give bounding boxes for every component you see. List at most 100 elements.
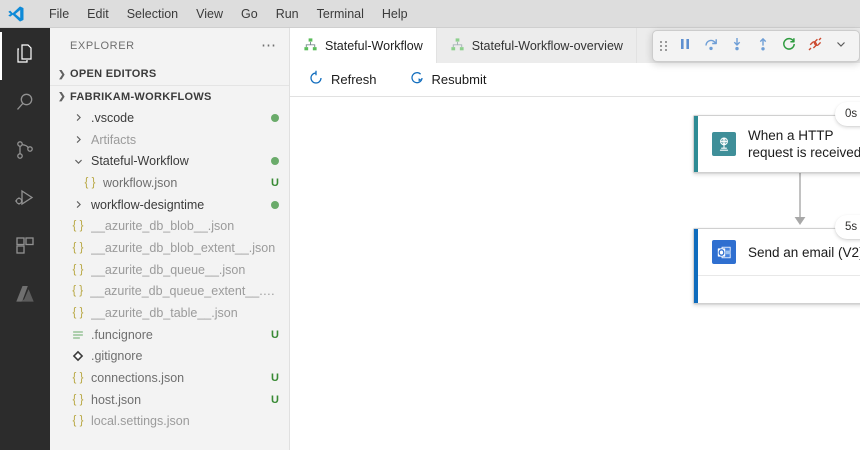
command-bar: Refresh Resubmit: [290, 63, 860, 97]
chevron-down-icon: ❯: [58, 91, 66, 101]
files-icon: [13, 42, 37, 71]
debug-disconnect-button[interactable]: [803, 34, 827, 58]
tree-item-label: workflow-designtime: [91, 197, 205, 212]
section-open-editors[interactable]: ❯ OPEN EDITORS: [50, 63, 289, 85]
menu-item-edit[interactable]: Edit: [87, 6, 109, 21]
node-status-pill-http-request: 0s: [835, 102, 860, 126]
tree-item[interactable]: .funcignore U: [50, 324, 289, 346]
menu-item-file[interactable]: File: [49, 6, 70, 21]
activity-item-azure[interactable]: [0, 272, 50, 320]
tree-item[interactable]: { } connections.json U: [50, 367, 289, 389]
menu-item-help[interactable]: Help: [381, 6, 408, 21]
activity-item-source-control[interactable]: [0, 128, 50, 176]
node-sub-row: [694, 275, 860, 303]
sidebar-header: EXPLORER ⋯: [50, 28, 289, 63]
json-file-icon: { }: [72, 263, 84, 276]
chevron-down-icon: [70, 157, 86, 166]
debug-step-into-button[interactable]: [725, 34, 749, 58]
step-into-icon: [729, 36, 745, 57]
activity-item-search[interactable]: [0, 80, 50, 128]
tree-item[interactable]: { } __azurite_db_queue__.json: [50, 259, 289, 281]
azure-icon: [13, 282, 37, 311]
tree-item[interactable]: { }local.settings.json: [50, 411, 289, 433]
git-status-badge: U: [271, 328, 279, 341]
git-status-badge: U: [271, 372, 279, 385]
tree-item-label: __azurite_db_blob__.json: [91, 219, 235, 234]
vscode-logo-icon: [0, 5, 32, 23]
tree-item-label: __azurite_db_blob_extent__.json: [91, 240, 276, 255]
debug-pause-button[interactable]: [673, 34, 697, 58]
refresh-button[interactable]: Refresh: [302, 67, 383, 92]
git-file-icon: [70, 350, 86, 362]
menu-item-list: File Edit Selection View Go Run Terminal…: [40, 4, 417, 24]
step-over-icon: [703, 36, 719, 57]
disconnect-icon: [807, 36, 823, 57]
refresh-icon: [308, 70, 324, 89]
outlook-icon: [712, 240, 736, 264]
debug-step-over-button[interactable]: [699, 34, 723, 58]
tree-item-label: .gitignore: [91, 349, 143, 364]
tree-item-label: workflow.json: [103, 175, 178, 190]
tab-bar: Stateful-Workflow Stateful-Workflow-over…: [290, 28, 860, 63]
menu-item-terminal[interactable]: Terminal: [316, 6, 364, 21]
section-workspace[interactable]: ❯ FABRIKAM-WORKFLOWS: [50, 85, 289, 107]
json-file-icon: { }: [72, 415, 84, 428]
ellipsis-icon[interactable]: ⋯: [261, 36, 277, 54]
json-file-icon: { }: [72, 220, 84, 233]
tree-item-label: __azurite_db_table__.json: [91, 306, 238, 321]
tree-item-label: Stateful-Workflow: [91, 154, 189, 169]
sidebar-title: EXPLORER: [70, 39, 135, 52]
chevron-right-icon: [70, 200, 86, 209]
tree-item-label: .funcignore: [91, 327, 153, 342]
tree-item[interactable]: { }__azurite_db_blob_extent__.json: [50, 237, 289, 259]
debug-more-button[interactable]: [829, 34, 853, 58]
tree-item[interactable]: Artifacts: [50, 129, 289, 151]
tree-item[interactable]: .gitignore: [50, 346, 289, 368]
json-file-icon: { }: [72, 307, 84, 320]
tree-item-label: .vscode: [91, 110, 135, 125]
section-open-editors-label: OPEN EDITORS: [70, 68, 157, 80]
workflow-node-send-email[interactable]: Send an email (V2): [693, 228, 860, 304]
tree-item[interactable]: Stateful-Workflow: [50, 150, 289, 172]
tree-item[interactable]: { }__azurite_db_queue_extent__.json: [50, 281, 289, 303]
tree-item[interactable]: .vscode: [50, 107, 289, 129]
tree-item-label: connections.json: [91, 371, 185, 386]
refresh-label: Refresh: [331, 72, 377, 87]
node-duration: 0s: [845, 108, 858, 120]
drag-grip-icon[interactable]: [657, 39, 671, 53]
tab-stateful-workflow[interactable]: Stateful-Workflow: [290, 28, 437, 63]
menu-item-selection[interactable]: Selection: [126, 6, 179, 21]
modified-dot-icon: [271, 113, 279, 122]
tree-item-label: __azurite_db_queue__.json: [91, 262, 246, 277]
tab-stateful-workflow-overview[interactable]: Stateful-Workflow-overview: [436, 28, 637, 63]
chevron-right-icon: [70, 135, 86, 144]
tree-item[interactable]: { } __azurite_db_blob__.json: [50, 215, 289, 237]
run-debug-icon: [13, 186, 37, 215]
tree-item[interactable]: workflow-designtime: [50, 194, 289, 216]
json-file-icon: { }: [72, 372, 84, 385]
debug-restart-button[interactable]: [777, 34, 801, 58]
workflow-canvas[interactable]: When a HTTP request is received 0s: [290, 97, 860, 450]
resubmit-button[interactable]: Resubmit: [403, 67, 493, 92]
modified-dot-icon: [271, 200, 279, 209]
activity-item-extensions[interactable]: [0, 224, 50, 272]
activity-item-explorer[interactable]: [0, 32, 50, 80]
node-title: Send an email (V2): [748, 244, 860, 260]
tree-item-label: __azurite_db_queue_extent__.json: [90, 284, 277, 299]
debug-step-out-button[interactable]: [751, 34, 775, 58]
menu-item-run[interactable]: Run: [275, 6, 299, 21]
tree-item[interactable]: { } __azurite_db_table__.json: [50, 302, 289, 324]
menu-item-go[interactable]: Go: [241, 6, 258, 21]
node-status-pill-send-email: 5s: [835, 215, 860, 239]
activity-bar: [0, 28, 50, 450]
activity-item-run-and-debug[interactable]: [0, 176, 50, 224]
workflow-node-http-request[interactable]: When a HTTP request is received: [693, 115, 860, 173]
menu-item-view[interactable]: View: [196, 6, 224, 21]
chevron-down-icon: [835, 37, 847, 55]
node-accent-bar: [694, 116, 698, 172]
node-main-row: When a HTTP request is received: [694, 116, 860, 172]
tree-item-label: Artifacts: [91, 132, 137, 147]
